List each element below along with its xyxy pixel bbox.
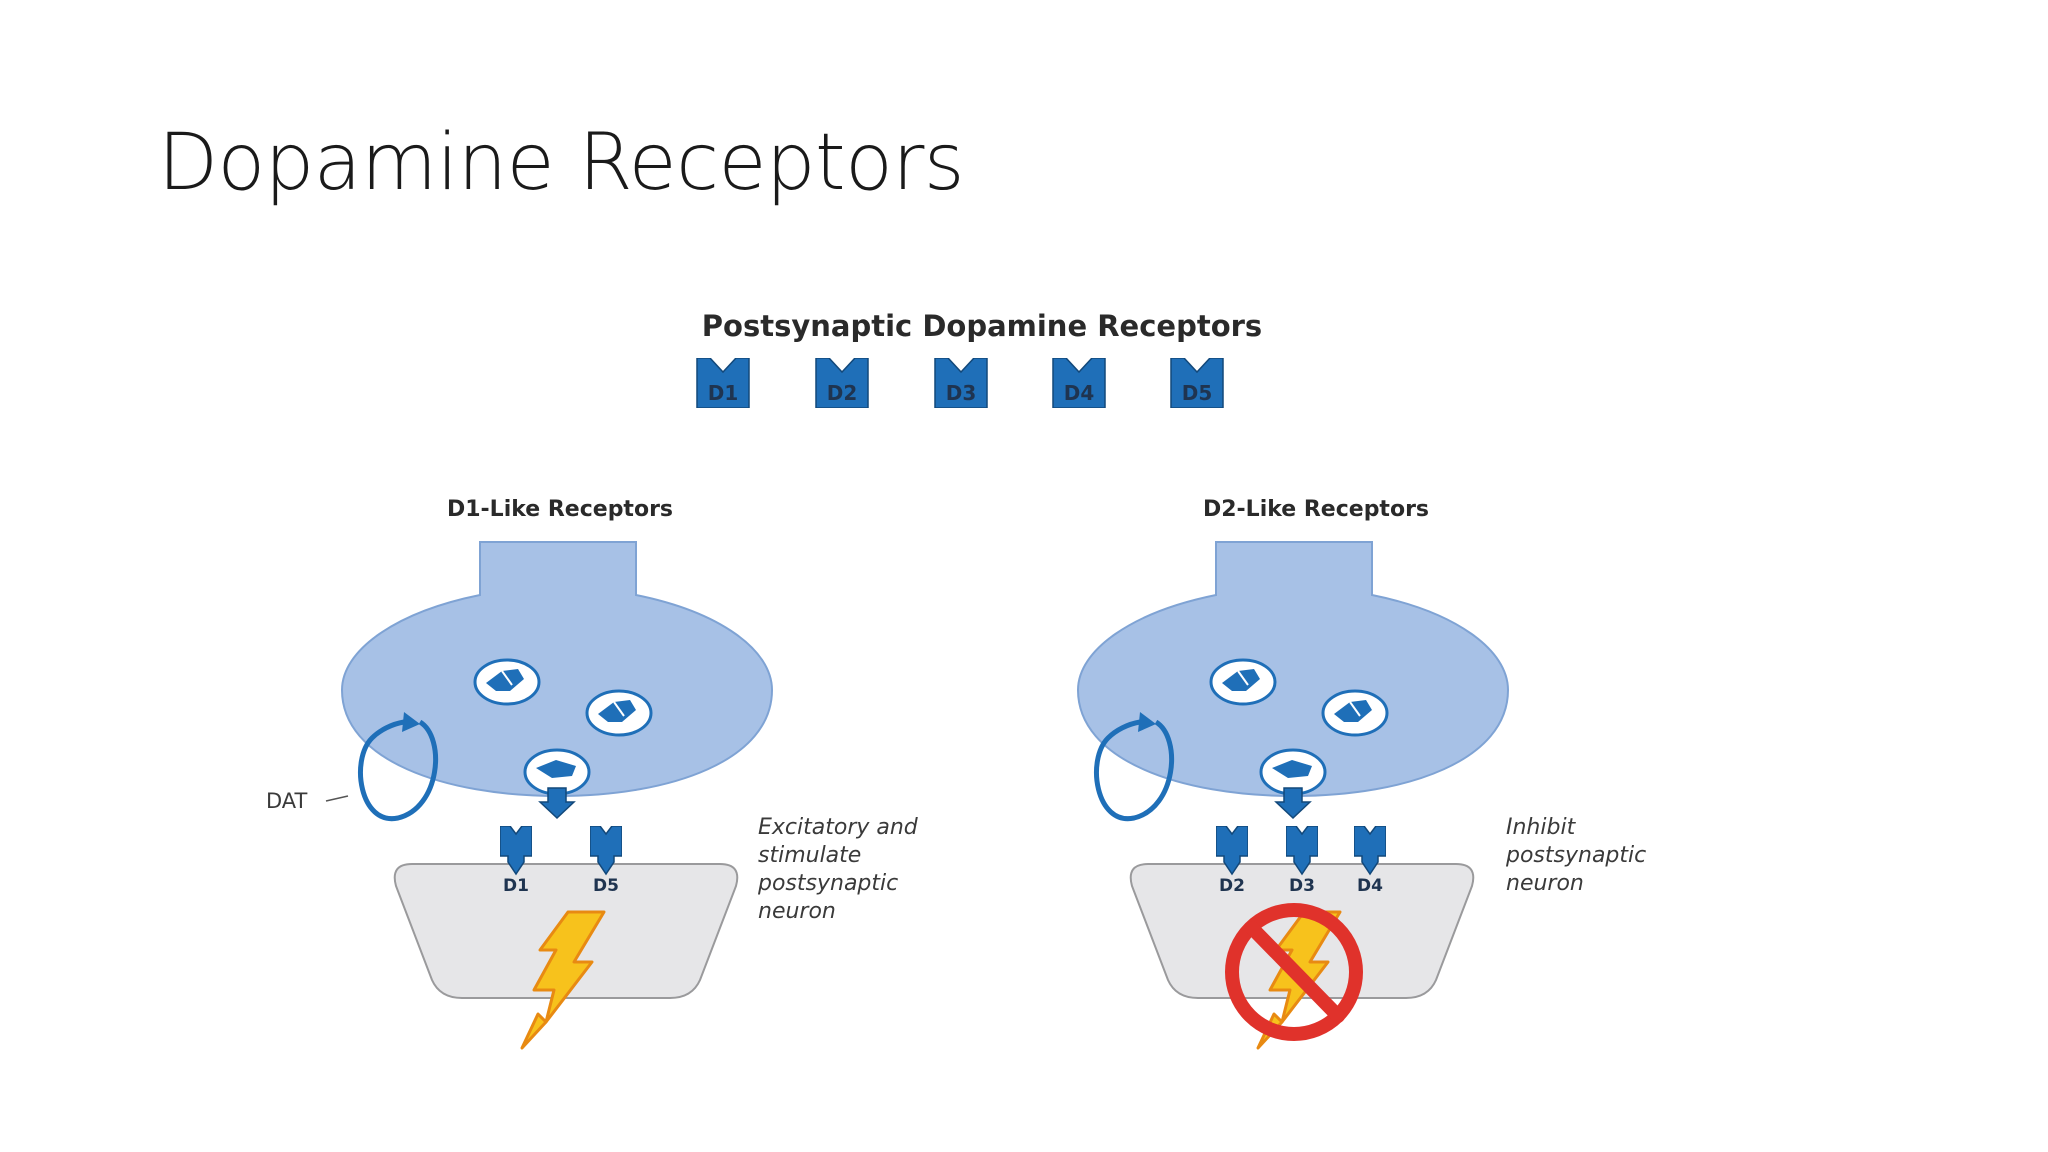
dopamine-vesicle xyxy=(1209,658,1277,706)
effect-line: neuron xyxy=(1506,871,1584,896)
receptor-chip-label: D2 xyxy=(827,381,858,405)
receptor-chip-label: D1 xyxy=(708,381,739,405)
d2-effect-note: Inhibit postsynaptic neuron xyxy=(1505,815,1646,896)
receptor-chip-d2: D2 xyxy=(815,358,869,408)
effect-line: stimulate xyxy=(758,843,861,868)
effect-line: Excitatory and xyxy=(758,815,919,840)
receptor-chip-label: D5 xyxy=(1182,381,1213,405)
d1-like-title: D1-Like Receptors xyxy=(447,497,673,522)
dat-label: DAT xyxy=(266,789,308,813)
inhibition-prohibited-icon xyxy=(1225,903,1363,1041)
dopamine-vesicle xyxy=(473,658,541,706)
receptor-type-row: D1 D2 D3 D4 D5 xyxy=(696,358,1224,408)
dat-reuptake-loop xyxy=(358,712,439,822)
receptor-label-d4: D4 xyxy=(1357,876,1383,896)
effect-line: Inhibit xyxy=(1506,815,1577,840)
receptor-label-d5: D5 xyxy=(593,876,619,896)
receptor-chip-label: D3 xyxy=(946,381,977,405)
receptor-chip-d4: D4 xyxy=(1052,358,1106,408)
receptor-chip-d3: D3 xyxy=(934,358,988,408)
effect-line: postsynaptic xyxy=(1505,843,1646,868)
dopamine-vesicle xyxy=(1321,689,1389,737)
d2-like-title: D2-Like Receptors xyxy=(1203,497,1429,522)
receptor-label-d3: D3 xyxy=(1289,876,1315,896)
receptor-label-d2: D2 xyxy=(1219,876,1245,896)
figure-heading: Postsynaptic Dopamine Receptors xyxy=(702,309,1262,343)
effect-line: neuron xyxy=(758,899,836,924)
dat-reuptake-loop xyxy=(1094,712,1175,822)
dopamine-vesicle xyxy=(585,689,653,737)
d1-effect-note: Excitatory and stimulate postsynaptic ne… xyxy=(757,815,919,924)
effect-line: postsynaptic xyxy=(757,871,898,896)
d2-like-panel: D2-Like Receptors D2 D3 D4 Inhibit posts… xyxy=(1076,497,1646,1050)
receptor-chip-d1: D1 xyxy=(696,358,750,408)
dat-leader-line xyxy=(325,795,349,802)
receptor-chip-d5: D5 xyxy=(1170,358,1224,408)
slide-title: Dopamine Receptors xyxy=(158,118,965,208)
receptor-label-d1: D1 xyxy=(503,876,529,896)
dopamine-release-vesicle xyxy=(523,748,591,820)
dopamine-release-vesicle xyxy=(1259,748,1327,820)
receptor-chip-label: D4 xyxy=(1064,381,1095,405)
d1-like-panel: D1-Like Receptors DAT D1 D5 Excitatory a… xyxy=(266,497,919,1050)
